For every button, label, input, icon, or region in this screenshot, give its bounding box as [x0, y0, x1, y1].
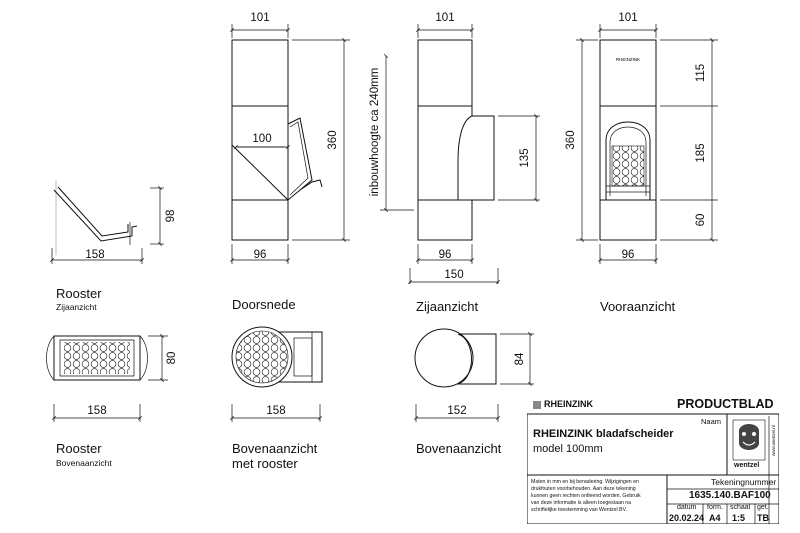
- tb-product-line1: RHEINZINK bladafscheider: [533, 428, 674, 440]
- side-view-title: Zijaanzicht: [416, 299, 479, 314]
- tb-schaal: 1:5: [732, 513, 746, 523]
- side-view: 101 inbouwhoogte ca 240mm 135 96 150: [369, 12, 540, 284]
- rooster-side-width-dim: 158: [85, 249, 104, 261]
- section-inner-dim: 100: [252, 133, 271, 145]
- tb-product-line2: model 100mm: [533, 443, 603, 455]
- top-grate-width-dim: 158: [266, 405, 285, 417]
- tb-brand: RHEINZINK: [544, 399, 593, 409]
- front-bottom-dim: 96: [622, 249, 635, 261]
- rooster-top-view: 158 80: [46, 334, 178, 422]
- top-height-dim: 84: [514, 352, 526, 365]
- side-overall-dim: 150: [444, 269, 463, 281]
- tb-form-label: form.: [707, 504, 723, 511]
- top-view-title: Bovenaanzicht: [416, 441, 502, 456]
- side-opening-dim: 135: [519, 148, 531, 167]
- tb-tekeningnummer-label: Tekeningnummer: [711, 477, 777, 487]
- tb-naam-label: Naam: [701, 417, 722, 426]
- section-title: Doorsnede: [232, 297, 296, 312]
- tb-tekeningnummer: 1635.140.BAF100: [689, 490, 771, 501]
- front-view-title: Vooraanzicht: [600, 299, 676, 314]
- section-bottom-dim: 96: [254, 249, 267, 261]
- front-top-dim: 101: [618, 12, 637, 24]
- top-view: 152 84: [414, 328, 534, 422]
- rooster-top-width-dim: 158: [87, 405, 106, 417]
- title-block: RHEINZINK PRODUCTBLAD Naam RHEINZINK bla…: [527, 396, 779, 524]
- top-grate-title-1: Bovenaanzicht: [232, 441, 318, 456]
- tb-form: A4: [709, 513, 721, 523]
- tb-datum-label: datum: [677, 504, 697, 511]
- rooster-top-title: Rooster: [56, 441, 102, 456]
- rooster-side-subtitle: Zijaanzicht: [56, 302, 97, 312]
- section-view: 101 100 360 96: [230, 12, 350, 264]
- front-height-dim: 360: [565, 130, 577, 149]
- side-bottom-dim: 96: [439, 249, 452, 261]
- tb-disclaimer: Maten in mm en bij benadering. Wijziging…: [531, 479, 641, 513]
- tb-side-text: www.wentzel.nl: [771, 425, 776, 456]
- tb-datum: 20.02.24: [669, 513, 705, 523]
- rooster-side-view: 158 98: [50, 180, 177, 264]
- wentzel-logo: [732, 419, 766, 461]
- top-grate-title-2: met rooster: [232, 456, 298, 471]
- section-height-dim: 360: [327, 130, 339, 149]
- rooster-side-title: Rooster: [56, 286, 102, 301]
- top-width-dim: 152: [447, 405, 466, 417]
- front-brand-label: RHEINZINK: [616, 57, 640, 62]
- side-top-dim: 101: [435, 12, 454, 24]
- tb-get-label: get.: [757, 504, 769, 511]
- section-top-dim: 101: [250, 12, 269, 24]
- front-seg1-dim: 115: [695, 64, 707, 82]
- tb-schaal-label: schaal: [730, 504, 751, 511]
- front-seg2-dim: 185: [695, 143, 707, 162]
- front-seg3-dim: 60: [695, 214, 707, 227]
- tb-get: TB: [757, 513, 769, 523]
- tb-logo-text: wentzel: [734, 462, 760, 469]
- side-install-height-dim: inbouwhoogte ca 240mm: [369, 68, 381, 197]
- front-view: RHEINZINK 101 360 115 185 60 96: [565, 12, 718, 264]
- rooster-top-height-dim: 80: [166, 352, 178, 365]
- top-view-with-grate: 158: [230, 326, 323, 422]
- rooster-side-height-dim: 98: [165, 210, 177, 223]
- rooster-top-subtitle: Bovenaanzicht: [56, 458, 112, 468]
- tb-doc-type: PRODUCTBLAD: [677, 397, 774, 411]
